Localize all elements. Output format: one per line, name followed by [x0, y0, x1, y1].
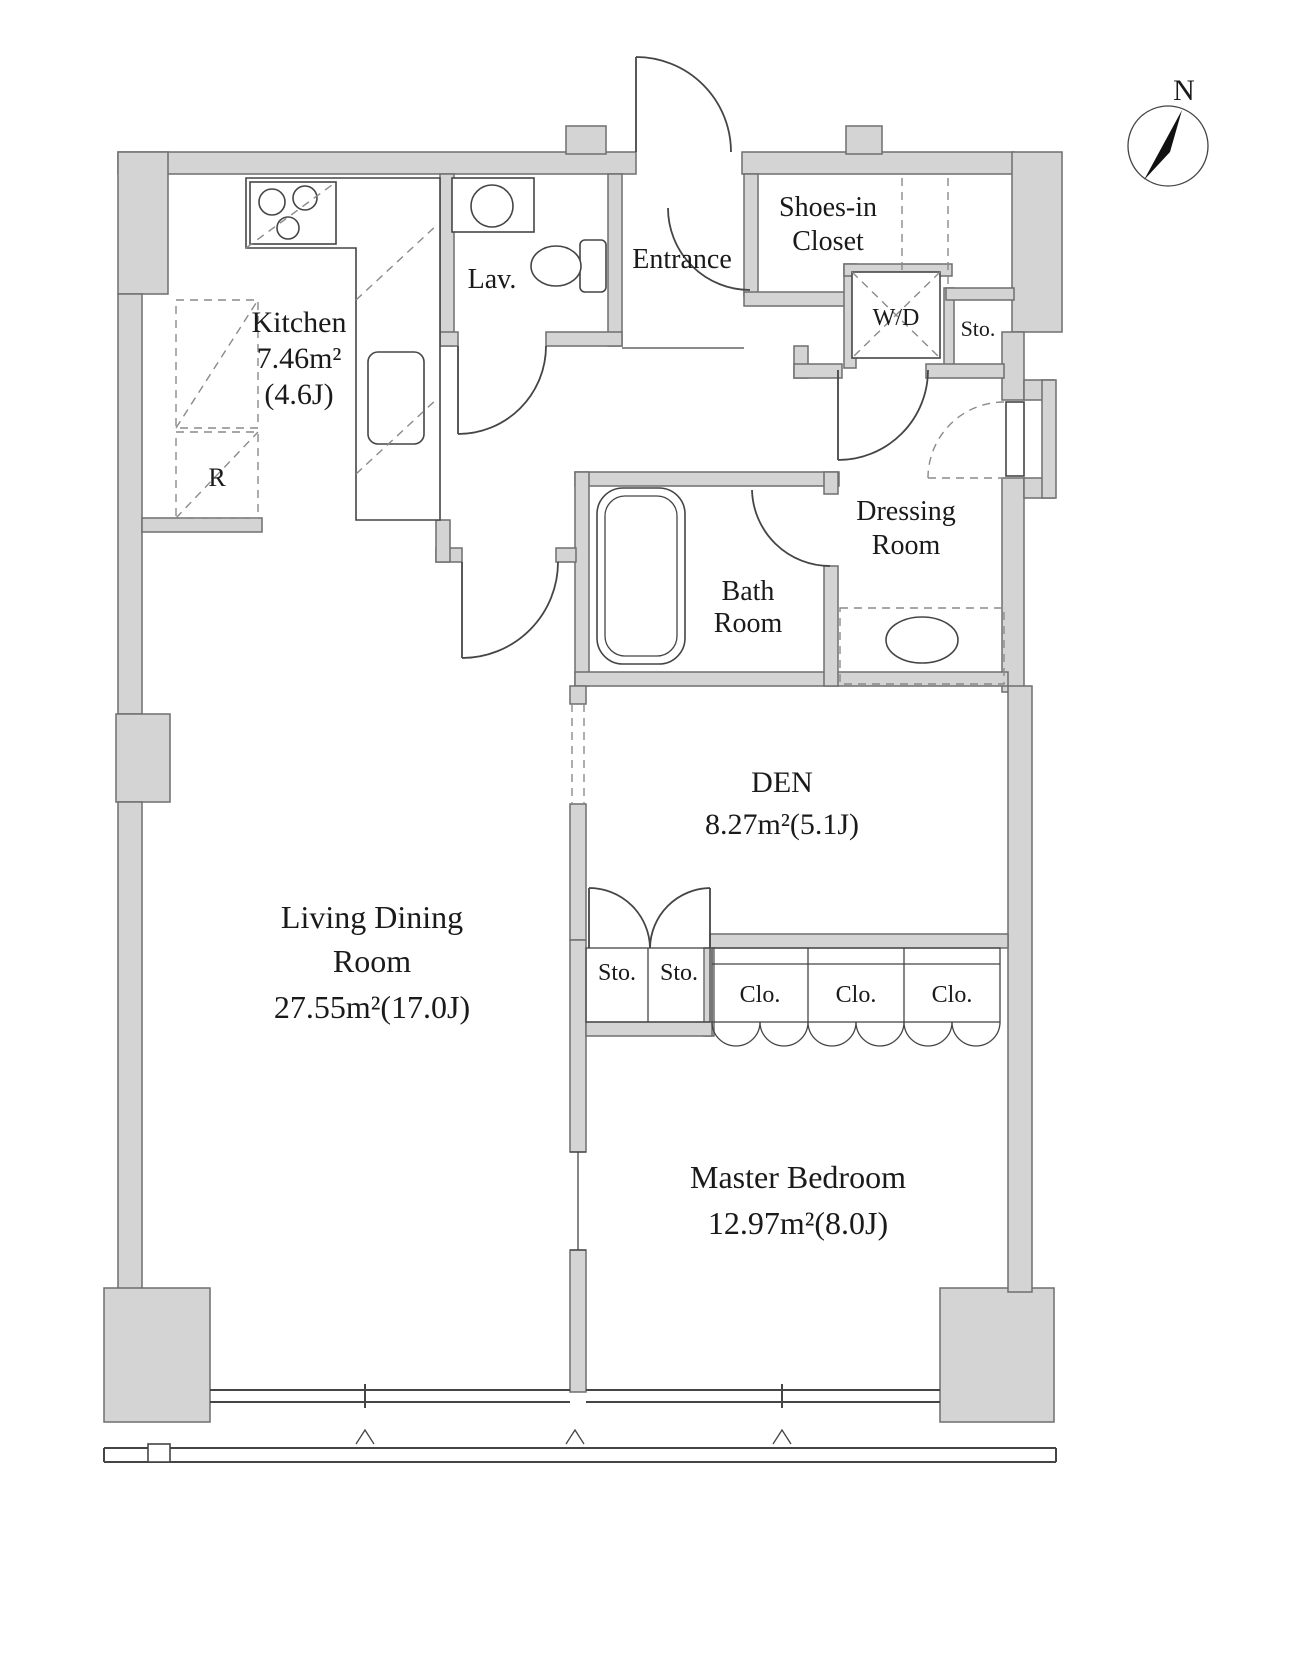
kitchen-tatami: (4.6J) — [264, 378, 333, 411]
den-label: DEN — [751, 766, 813, 799]
washer-dryer-label: W/D — [873, 305, 920, 331]
entrance-label: Entrance — [632, 244, 732, 275]
lavatory-fixtures — [451, 177, 607, 293]
bath-label-2: Room — [714, 608, 783, 639]
compass-needle-icon — [1144, 110, 1182, 180]
kitchen-counter — [245, 177, 441, 521]
shoes-closet-label-2: Closet — [792, 226, 864, 257]
living-dining-area: 27.55m²(17.0J) — [274, 989, 470, 1025]
refrigerator-label: R — [208, 463, 226, 492]
lavatory-sink — [470, 184, 514, 228]
service-door-leaf — [1005, 401, 1025, 477]
compass-circle — [1127, 105, 1209, 187]
dressing-label-2: Room — [872, 530, 941, 561]
closets — [585, 947, 1001, 1047]
dressing-label-1: Dressing — [856, 496, 956, 527]
living-dining-label-1: Living Dining — [281, 899, 463, 935]
entrance-area — [622, 178, 949, 349]
storage-den-left-label: Sto. — [598, 960, 636, 986]
shoes-closet-label-1: Shoes-in — [779, 192, 877, 223]
kitchen-area: 7.46m² — [257, 342, 342, 375]
room-labels: Kitchen 7.46m² (4.6J) Lav. Entrance Shoe… — [208, 192, 995, 1241]
den-area: 8.27m²(5.1J) — [705, 808, 859, 841]
closet-2-label: Clo. — [836, 982, 877, 1008]
windows-balcony — [103, 1384, 1057, 1463]
closet-3-label: Clo. — [932, 982, 973, 1008]
dressing-fixtures — [839, 607, 1005, 685]
walls — [103, 125, 1063, 1423]
burner-icon — [258, 188, 286, 216]
closet-1-label: Clo. — [740, 982, 781, 1008]
toilet — [530, 245, 582, 287]
compass-north-label: N — [1173, 74, 1195, 107]
washer-dryer-box — [851, 271, 941, 359]
living-dining-label-2: Room — [333, 943, 411, 979]
burner-icon — [292, 185, 318, 211]
bath-label-1: Bath — [722, 576, 775, 607]
master-bedroom-area: 12.97m²(8.0J) — [708, 1205, 888, 1241]
washbasin — [885, 616, 959, 664]
compass: N — [1127, 74, 1209, 187]
kitchen-sink — [367, 351, 425, 445]
toilet-tank — [579, 239, 607, 293]
burner-icon — [276, 216, 300, 240]
master-bedroom-label: Master Bedroom — [690, 1159, 906, 1195]
bathtub — [596, 487, 686, 665]
storage-hall-label: Sto. — [961, 316, 996, 341]
lavatory-label: Lav. — [468, 264, 517, 295]
doors — [457, 56, 1025, 1251]
kitchen-label: Kitchen — [252, 306, 347, 339]
storage-den-right-label: Sto. — [660, 960, 698, 986]
refrigerator-space — [175, 299, 259, 519]
